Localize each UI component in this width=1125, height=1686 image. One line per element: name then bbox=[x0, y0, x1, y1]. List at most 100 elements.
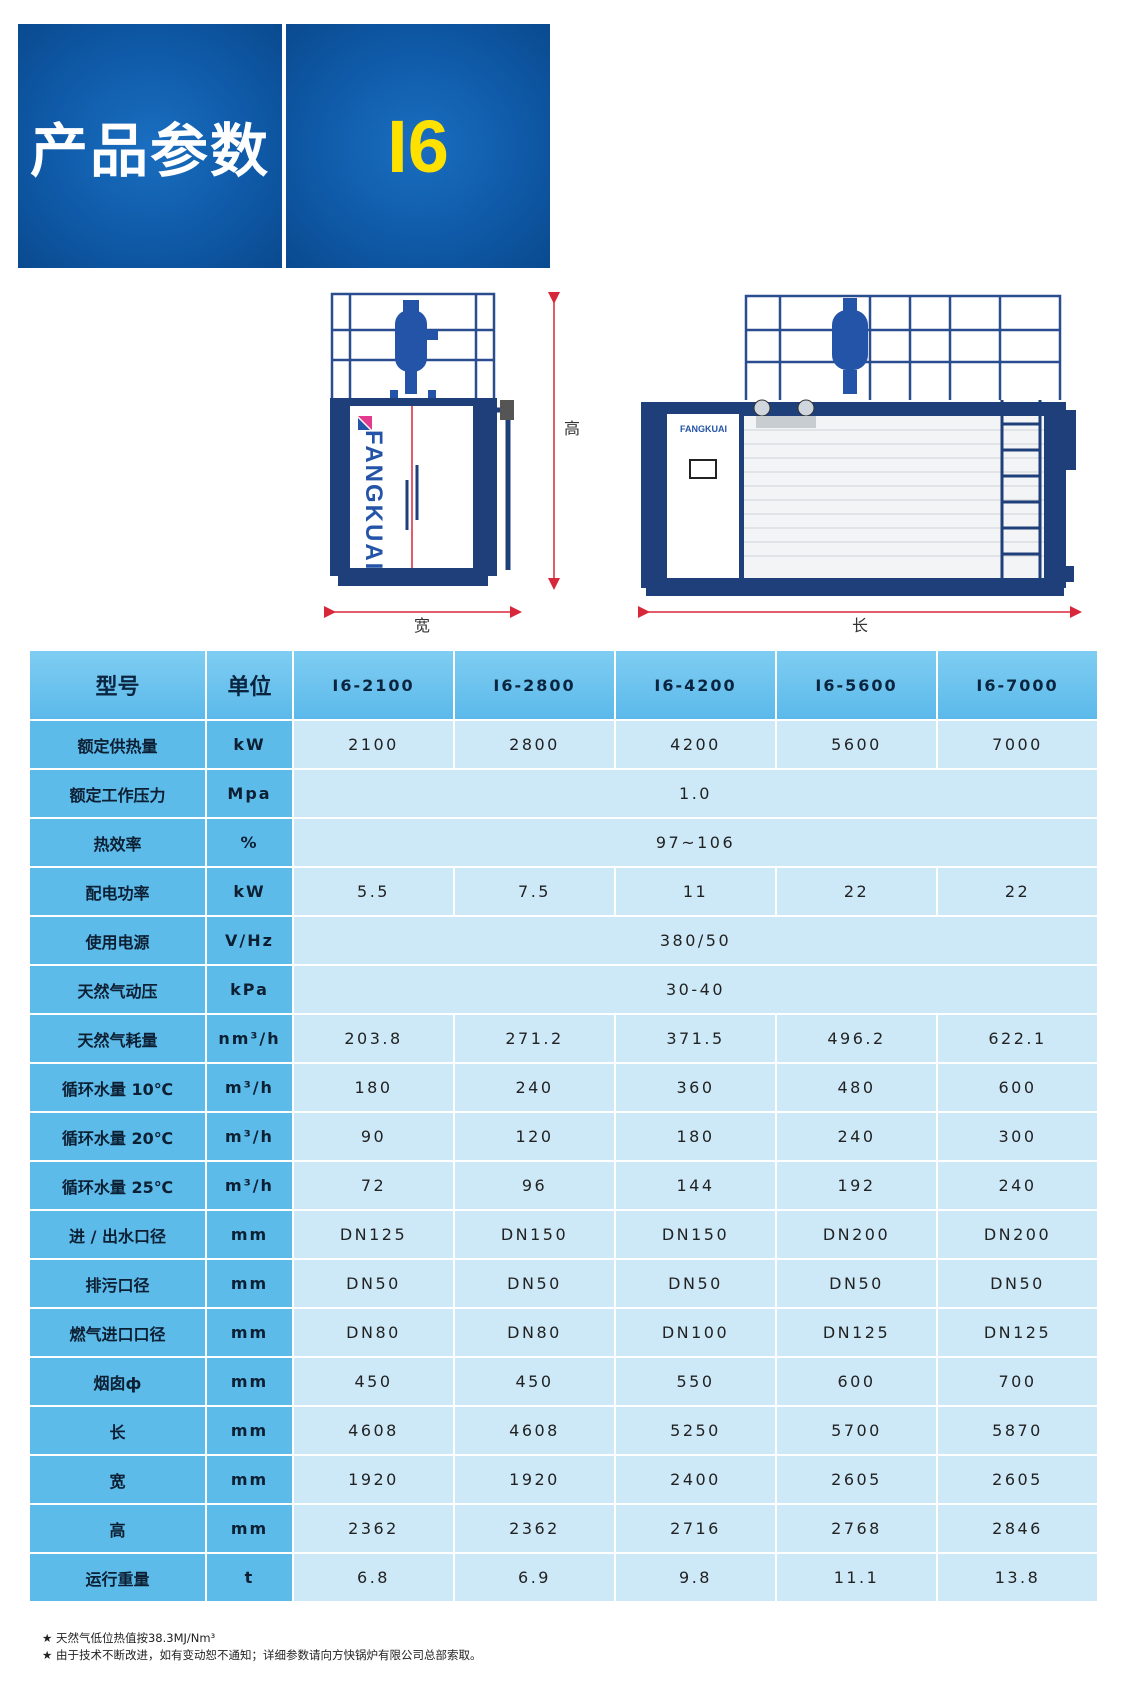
row-unit: kPa bbox=[205, 964, 294, 1015]
row-label: 使用电源 bbox=[28, 915, 207, 966]
row-value: DN80 bbox=[292, 1307, 455, 1358]
row-value: 13.8 bbox=[936, 1552, 1099, 1603]
row-label: 天然气耗量 bbox=[28, 1013, 207, 1064]
row-value: DN125 bbox=[775, 1307, 938, 1358]
row-value: 1920 bbox=[292, 1454, 455, 1505]
height-dim-label: 高 bbox=[564, 419, 580, 438]
row-value: 1.0 bbox=[292, 768, 1099, 819]
row-value: 7.5 bbox=[453, 866, 616, 917]
header-model: I6-5600 bbox=[775, 649, 938, 721]
row-value: 700 bbox=[936, 1356, 1099, 1407]
row-value: 5870 bbox=[936, 1405, 1099, 1456]
header-row: 型号 单位 I6-2100 I6-2800 I6-4200 I6-5600 I6… bbox=[28, 649, 1099, 721]
banner-title: 产品参数 bbox=[29, 117, 270, 185]
row-value: 96 bbox=[453, 1160, 616, 1211]
row-value: 240 bbox=[453, 1062, 616, 1113]
row-value: 622.1 bbox=[936, 1013, 1099, 1064]
spec-table-header: 型号 单位 I6-2100 I6-2800 I6-4200 I6-5600 I6… bbox=[28, 649, 1099, 721]
row-value: 120 bbox=[453, 1111, 616, 1162]
row-value: 6.9 bbox=[453, 1552, 616, 1603]
row-unit: mm bbox=[205, 1454, 294, 1505]
row-value: 450 bbox=[292, 1356, 455, 1407]
row-value: 9.8 bbox=[614, 1552, 777, 1603]
row-unit: mm bbox=[205, 1356, 294, 1407]
header-model: I6-7000 bbox=[936, 649, 1099, 721]
row-value: 2605 bbox=[775, 1454, 938, 1505]
row-value: 2100 bbox=[292, 719, 455, 770]
row-value: DN125 bbox=[936, 1307, 1099, 1358]
header-banner: 产品参数 I6 bbox=[18, 24, 550, 268]
row-unit: mm bbox=[205, 1258, 294, 1309]
row-value: 22 bbox=[775, 866, 938, 917]
row-value: DN80 bbox=[453, 1307, 616, 1358]
row-value: 11 bbox=[614, 866, 777, 917]
length-dim-label: 长 bbox=[852, 616, 868, 635]
row-unit: kW bbox=[205, 866, 294, 917]
footnote: ★ 天然气低位热值按38.3MJ/Nm³ bbox=[42, 1631, 216, 1645]
row-value: DN125 bbox=[292, 1209, 455, 1260]
spec-table: 型号 单位 I6-2100 I6-2800 I6-4200 I6-5600 I6… bbox=[28, 649, 1099, 1603]
row-value: 7000 bbox=[936, 719, 1099, 770]
row-value: 97~106 bbox=[292, 817, 1099, 868]
row-value: 72 bbox=[292, 1160, 455, 1211]
row-value: DN50 bbox=[614, 1258, 777, 1309]
row-value: DN100 bbox=[614, 1307, 777, 1358]
row-unit: mm bbox=[205, 1209, 294, 1260]
boiler-drawing: FANGKUAI 高 宽 bbox=[324, 292, 1082, 635]
row-unit: mm bbox=[205, 1405, 294, 1456]
row-unit: m³/h bbox=[205, 1062, 294, 1113]
row-unit: kW bbox=[205, 719, 294, 770]
row-label: 运行重量 bbox=[28, 1552, 207, 1603]
row-value: 180 bbox=[614, 1111, 777, 1162]
row-unit: t bbox=[205, 1552, 294, 1603]
row-label: 烟囱ф bbox=[28, 1356, 207, 1407]
side-view-boiler bbox=[330, 292, 514, 586]
header-unit: 单位 bbox=[205, 649, 294, 721]
row-value: 2362 bbox=[292, 1503, 455, 1554]
row-value: DN200 bbox=[936, 1209, 1099, 1260]
row-value: 6.8 bbox=[292, 1552, 455, 1603]
boiler-illustrations: FANGKUAI 高 宽 bbox=[0, 290, 1125, 640]
table-row: 热效率%97~106 bbox=[28, 817, 1099, 868]
banner-title-panel: 产品参数 bbox=[18, 24, 282, 268]
row-value: 480 bbox=[775, 1062, 938, 1113]
row-value: 240 bbox=[775, 1111, 938, 1162]
row-value: DN50 bbox=[936, 1258, 1099, 1309]
row-value: 2800 bbox=[453, 719, 616, 770]
header-model: I6-2100 bbox=[292, 649, 455, 721]
row-value: 360 bbox=[614, 1062, 777, 1113]
header-name: 型号 bbox=[28, 649, 207, 721]
row-value: 2716 bbox=[614, 1503, 777, 1554]
row-label: 长 bbox=[28, 1405, 207, 1456]
row-value: 2400 bbox=[614, 1454, 777, 1505]
row-value: DN150 bbox=[614, 1209, 777, 1260]
row-unit: V/Hz bbox=[205, 915, 294, 966]
row-label: 热效率 bbox=[28, 817, 207, 868]
row-value: 496.2 bbox=[775, 1013, 938, 1064]
row-value: 4608 bbox=[292, 1405, 455, 1456]
row-value: 2362 bbox=[453, 1503, 616, 1554]
row-value: 180 bbox=[292, 1062, 455, 1113]
row-value: 2768 bbox=[775, 1503, 938, 1554]
row-value: 30-40 bbox=[292, 964, 1099, 1015]
row-value: 380/50 bbox=[292, 915, 1099, 966]
banner-model: I6 bbox=[387, 104, 449, 188]
row-label: 循环水量 25℃ bbox=[28, 1160, 207, 1211]
row-label: 配电功率 bbox=[28, 866, 207, 917]
width-dim-label: 宽 bbox=[414, 616, 430, 635]
row-value: 5.5 bbox=[292, 866, 455, 917]
row-value: 300 bbox=[936, 1111, 1099, 1162]
row-label: 排污口径 bbox=[28, 1258, 207, 1309]
row-value: 1920 bbox=[453, 1454, 616, 1505]
row-value: 600 bbox=[775, 1356, 938, 1407]
